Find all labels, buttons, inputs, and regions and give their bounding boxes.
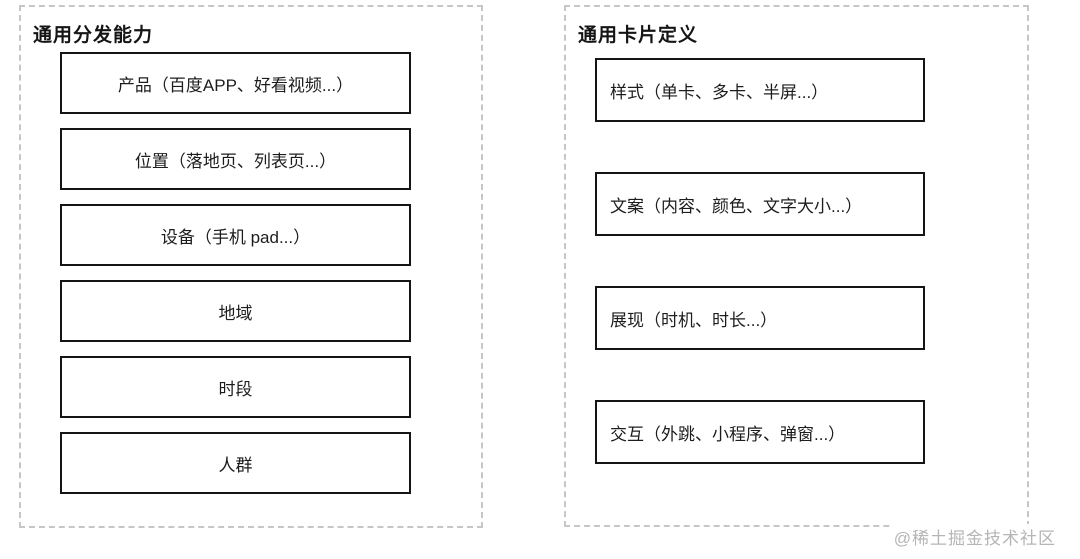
card-definition-box-stack: 样式（单卡、多卡、半屏...） 文案（内容、颜色、文字大小...） 展现（时机、… xyxy=(595,58,925,514)
node-audience: 人群 xyxy=(60,432,411,494)
node-product: 产品（百度APP、好看视频...） xyxy=(60,52,411,114)
node-display: 展现（时机、时长...） xyxy=(595,286,925,350)
node-copywriting: 文案（内容、颜色、文字大小...） xyxy=(595,172,925,236)
distribution-box-stack: 产品（百度APP、好看视频...） 位置（落地页、列表页...） 设备（手机 p… xyxy=(60,52,411,508)
node-interaction-label: 交互（外跳、小程序、弹窗...） xyxy=(610,424,846,444)
node-product-label: 产品（百度APP、好看视频...） xyxy=(117,75,354,95)
node-audience-label: 人群 xyxy=(218,455,253,475)
node-region: 地域 xyxy=(60,280,411,342)
watermark-juejin-community: @稀土掘金技术社区 xyxy=(889,524,1056,549)
node-style-label: 样式（单卡、多卡、半屏...） xyxy=(610,82,829,102)
panel-distribution-capability: 通用分发能力 产品（百度APP、好看视频...） 位置（落地页、列表页...） … xyxy=(19,5,483,528)
node-display-label: 展现（时机、时长...） xyxy=(610,310,778,330)
node-style: 样式（单卡、多卡、半屏...） xyxy=(595,58,925,122)
node-device: 设备（手机 pad...） xyxy=(60,204,411,266)
node-position: 位置（落地页、列表页...） xyxy=(60,128,411,190)
panel-card-definition: 通用卡片定义 样式（单卡、多卡、半屏...） 文案（内容、颜色、文字大小...）… xyxy=(564,5,1029,527)
node-time-period-label: 时段 xyxy=(218,379,253,399)
panel-distribution-title: 通用分发能力 xyxy=(33,25,154,46)
node-position-label: 位置（落地页、列表页...） xyxy=(134,151,337,171)
node-device-label: 设备（手机 pad...） xyxy=(160,227,311,247)
node-copywriting-label: 文案（内容、颜色、文字大小...） xyxy=(610,196,863,216)
node-region-label: 地域 xyxy=(218,303,253,323)
panel-card-definition-title: 通用卡片定义 xyxy=(578,25,699,46)
node-interaction: 交互（外跳、小程序、弹窗...） xyxy=(595,400,925,464)
node-time-period: 时段 xyxy=(60,356,411,418)
